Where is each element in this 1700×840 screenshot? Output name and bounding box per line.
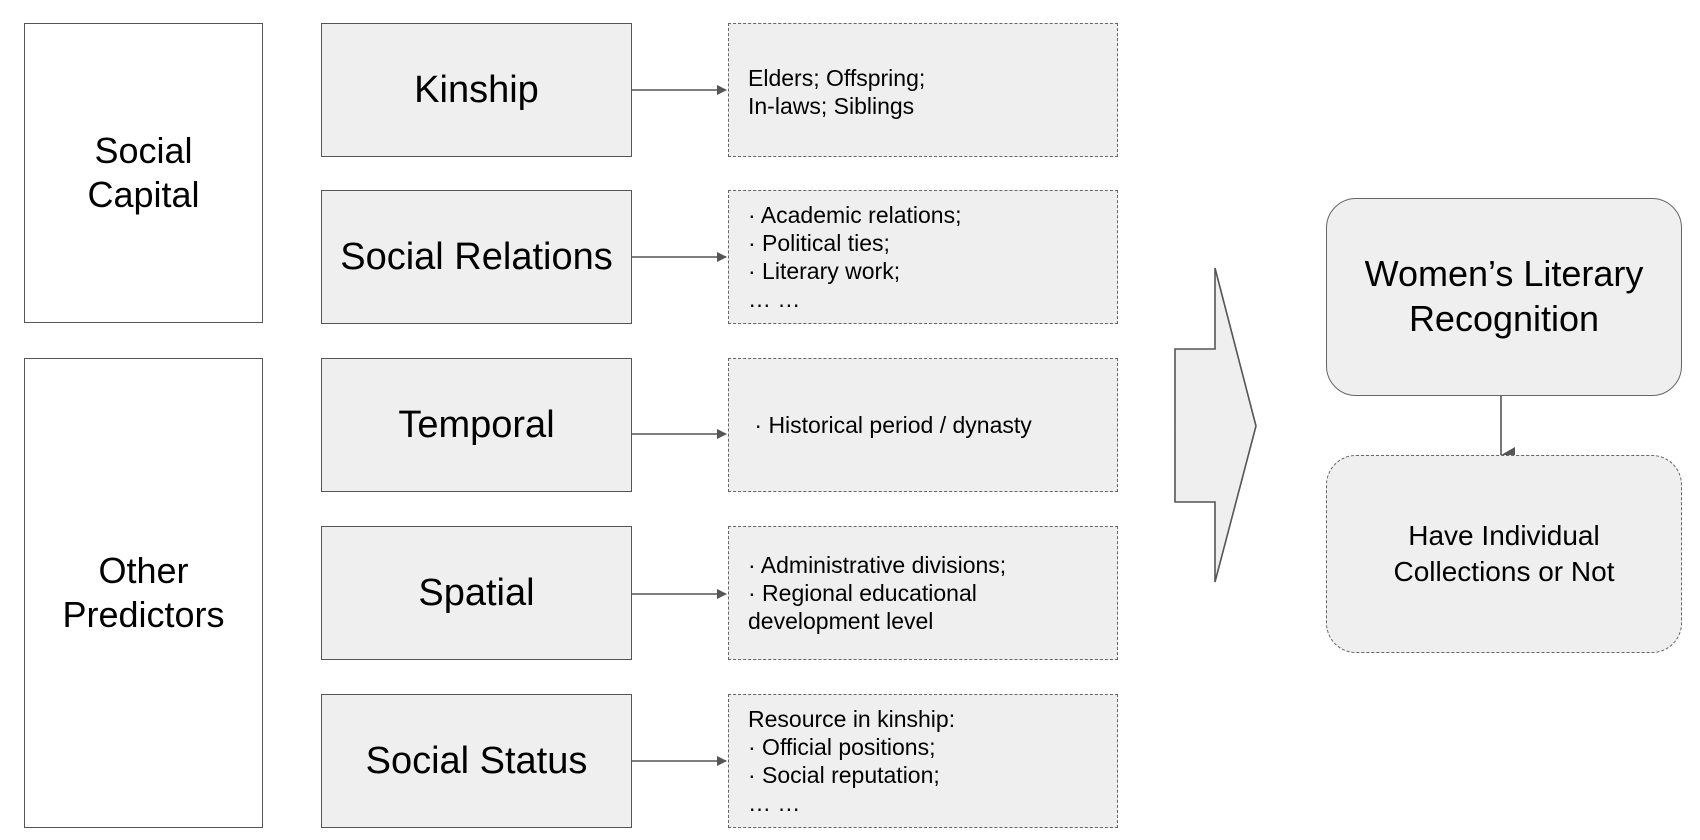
result-label-line2: Collections or Not xyxy=(1393,556,1615,587)
detail-line: · Political ties; xyxy=(748,230,890,256)
group-label-line1: Social xyxy=(94,130,193,172)
detail-box-social-relations: · Academic relations; · Political ties; … xyxy=(728,190,1118,324)
detail-line: … … xyxy=(748,286,801,312)
outcome-label: Women’s Literary Recognition xyxy=(1365,252,1644,341)
outcome-label-line2: Recognition xyxy=(1408,298,1600,339)
group-label-line2: Predictors xyxy=(62,594,225,635)
outcome-label-line1: Women’s Literary xyxy=(1364,253,1644,295)
factor-label-temporal: Temporal xyxy=(398,403,555,446)
group-box-other-predictors: Other Predictors xyxy=(24,358,263,828)
detail-line: Resource in kinship: xyxy=(748,706,956,732)
detail-line: · Academic relations; xyxy=(748,202,962,228)
outcome-box-womens-literary-recognition: Women’s Literary Recognition xyxy=(1326,198,1682,396)
group-box-social-capital: Social Capital xyxy=(24,23,263,323)
result-box-individual-collections: Have Individual Collections or Not xyxy=(1326,455,1682,653)
factor-box-kinship: Kinship xyxy=(321,23,632,157)
result-label: Have Individual Collections or Not xyxy=(1394,518,1615,591)
factor-label-kinship: Kinship xyxy=(414,68,539,111)
detail-line: Elders; Offspring; xyxy=(748,65,926,91)
group-label-social-capital: Social Capital xyxy=(87,129,199,217)
factor-box-spatial: Spatial xyxy=(321,526,632,660)
factor-box-temporal: Temporal xyxy=(321,358,632,492)
factor-label-spatial: Spatial xyxy=(418,571,535,614)
detail-box-spatial: · Administrative divisions; · Regional e… xyxy=(728,526,1118,660)
group-label-line2: Capital xyxy=(87,174,200,215)
detail-box-social-status: Resource in kinship: · Official position… xyxy=(728,694,1118,828)
big-right-arrow-shape xyxy=(1174,267,1257,583)
result-label-line1: Have Individual xyxy=(1408,519,1600,551)
group-label-line1: Other xyxy=(98,550,189,592)
factor-label-social-relations: Social Relations xyxy=(340,235,613,278)
detail-line: In-laws; Siblings xyxy=(748,93,915,119)
factor-box-social-relations: Social Relations xyxy=(321,190,632,324)
detail-line: development level xyxy=(748,608,934,634)
factor-connectors xyxy=(632,85,727,766)
detail-line: · Literary work; xyxy=(748,258,901,284)
factor-box-social-status: Social Status xyxy=(321,694,632,828)
detail-line: · Official positions; xyxy=(748,734,936,760)
detail-line: · Administrative divisions; xyxy=(748,552,1007,578)
detail-line: · Social reputation; xyxy=(748,762,940,788)
detail-line: · Historical period / dynasty xyxy=(748,412,1032,438)
detail-box-temporal: · Historical period / dynasty xyxy=(728,358,1118,492)
detail-line: · Regional educational xyxy=(748,580,977,606)
factor-label-social-status: Social Status xyxy=(365,739,588,782)
group-label-other-predictors: Other Predictors xyxy=(62,549,224,637)
detail-box-kinship: Elders; Offspring; In-laws; Siblings xyxy=(728,23,1118,157)
detail-line: … … xyxy=(748,790,801,816)
